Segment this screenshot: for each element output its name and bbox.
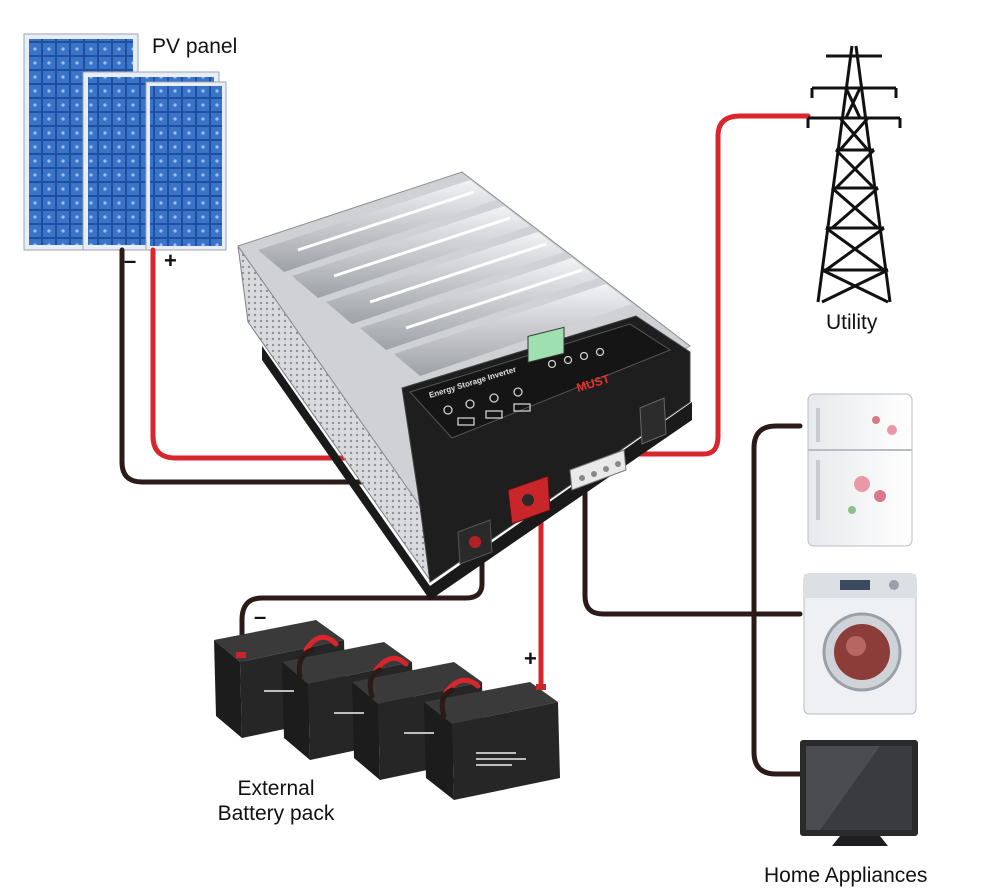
pv-panel-label: PV panel <box>152 35 238 58</box>
wiring <box>119 113 811 777</box>
battery-jumper-wires <box>296 634 481 719</box>
home-appliances-label: Home Appliances <box>764 864 928 887</box>
inverter-lcd-screen <box>527 326 565 363</box>
battery-pack-label-line2: Battery pack <box>217 802 335 825</box>
battery-labels-decor <box>264 690 526 766</box>
utility-label: Utility <box>826 311 878 334</box>
inverter-breaker <box>639 397 667 445</box>
appliance-output-wire <box>582 475 755 617</box>
battery-pack-label-line1: External <box>237 777 315 800</box>
inverter-pv-connector <box>507 475 551 525</box>
pv-negative-sign: – <box>124 248 137 273</box>
inverter-cooling-ribs <box>258 180 632 376</box>
pv-panel-front <box>145 81 227 251</box>
appliance-bus-wire <box>751 423 803 777</box>
television-icon <box>800 740 918 846</box>
utility-wire <box>622 113 811 457</box>
battery-positive-sign: + <box>524 646 537 671</box>
inverter-panel-icons <box>443 347 605 426</box>
battery-negative-sign: – <box>254 604 267 629</box>
battery-4 <box>424 682 560 800</box>
pv-panel-array <box>23 33 227 251</box>
battery-negative-wire <box>239 542 485 663</box>
inverter-ac-terminal-block <box>569 449 627 491</box>
washing-machine-icon <box>803 573 917 715</box>
utility-tower-icon <box>806 45 902 304</box>
refrigerator-icon <box>807 393 913 547</box>
pv-positive-sign: + <box>164 248 177 273</box>
inverter-battery-connector <box>457 519 493 565</box>
inverter: Energy Storage Inverter MUST <box>237 171 692 600</box>
battery-pack <box>214 620 560 800</box>
